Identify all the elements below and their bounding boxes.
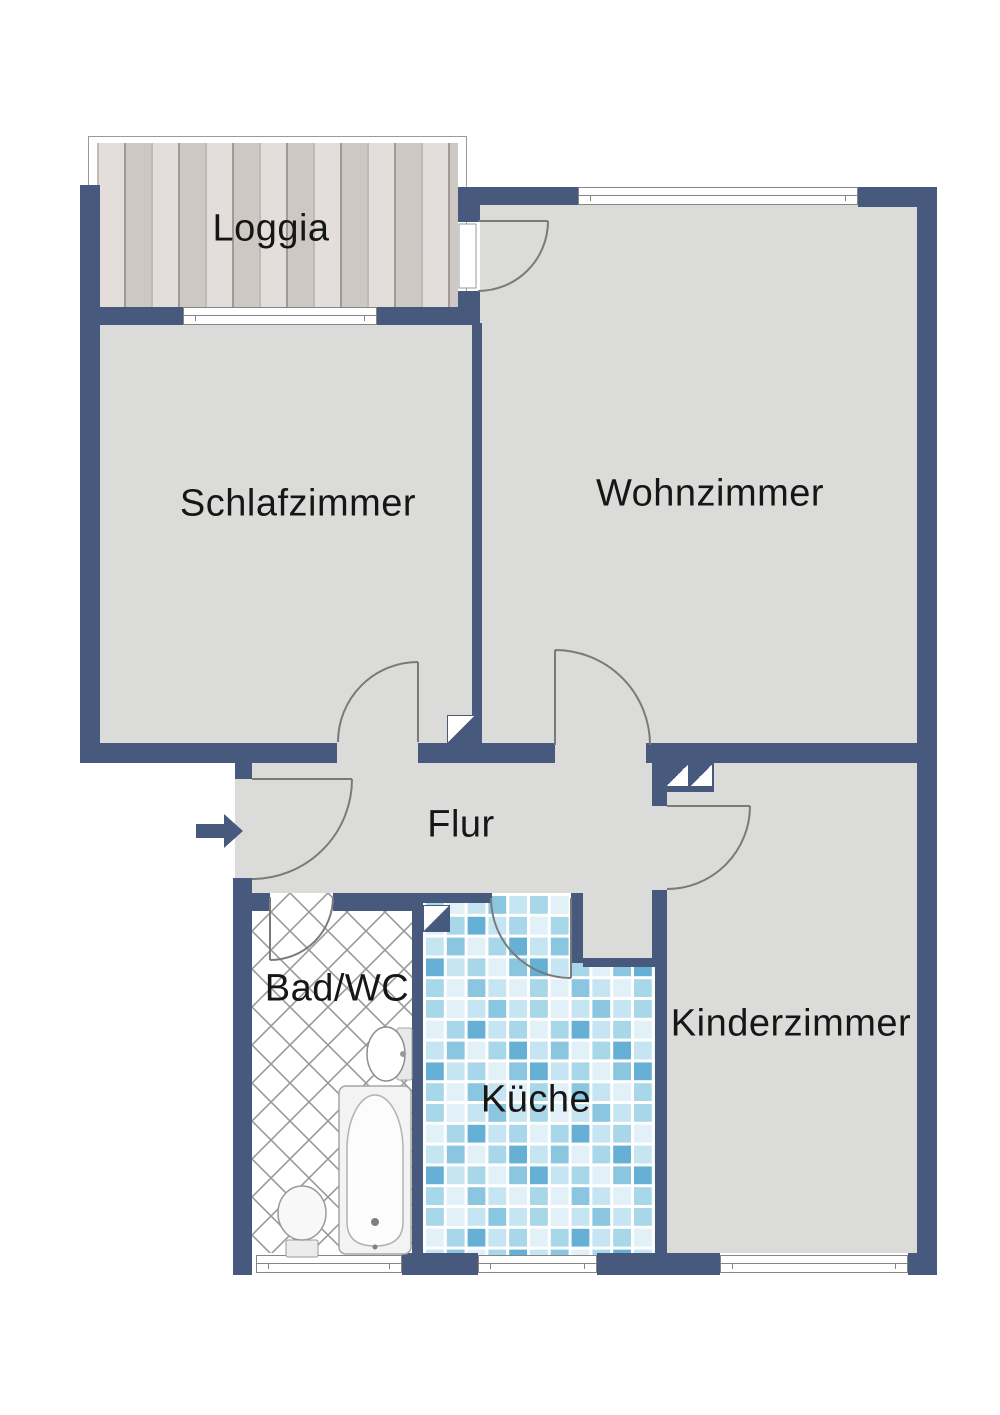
window-kueche — [478, 1255, 597, 1273]
wall-notch-bottom — [583, 958, 655, 967]
wall-kueche-kinder-divider — [655, 958, 667, 1255]
wall-end-marker-kinder-group — [665, 763, 714, 792]
wall-outer-left-lower — [233, 878, 252, 1275]
window-bad — [256, 1255, 402, 1273]
wall-loggia-divider-upper — [458, 187, 480, 222]
wall-flur-top-left — [80, 743, 337, 763]
room-label-bad: Bad/WC — [264, 967, 410, 1010]
wall-end-marker-schlafwand — [447, 715, 475, 743]
schlafzimmer-floor — [100, 325, 472, 743]
flur-notch-floor — [583, 893, 655, 958]
wall-bottom-a — [402, 1253, 478, 1275]
wall-loggia-bottom-left — [97, 307, 183, 325]
doorway-kinderzimmer — [652, 806, 667, 890]
room-label-kinderzimmer: Kinderzimmer — [670, 1002, 912, 1045]
room-label-wohnzimmer: Wohnzimmer — [595, 472, 825, 515]
window-kinderzimmer — [720, 1255, 908, 1273]
wall-loggia-bottom-right — [377, 307, 478, 325]
wall-end-marker-kinder-1 — [667, 764, 688, 786]
wall-bad-top-right — [333, 893, 412, 911]
wall-bad-kueche-divider — [412, 893, 423, 1255]
wohnzimmer-floor — [480, 205, 917, 743]
doorway-wohnzimmer — [555, 743, 646, 763]
wall-kueche-right-upper — [571, 893, 583, 963]
wall-schlaf-wohn-divider — [472, 323, 482, 743]
wall-wohn-kinder-divider — [646, 743, 937, 763]
wall-bottom-b — [597, 1253, 720, 1275]
wall-kinder-stub-upper — [652, 763, 667, 806]
wall-end-marker-kinder-2 — [691, 764, 712, 786]
wall-kueche-top — [423, 893, 492, 903]
wall-kinder-stub-lower — [652, 890, 667, 960]
wall-end-marker-kueche — [423, 905, 450, 932]
wall-outer-right — [917, 187, 937, 1275]
room-label-flur: Flur — [427, 803, 495, 846]
window-schlafzimmer-loggia — [183, 307, 377, 325]
bath-tile-pattern — [252, 893, 412, 1253]
doorway-entry — [235, 779, 252, 878]
wall-outer-left — [80, 185, 100, 763]
wall-bad-top-left — [252, 893, 270, 911]
wall-bottom-c — [908, 1253, 937, 1275]
window-wohnzimmer — [578, 187, 858, 205]
doorway-schlafzimmer — [337, 743, 418, 763]
wall-flur-top-mid — [418, 743, 555, 763]
loggia-floor — [97, 143, 458, 307]
wall-entry-stub-top — [235, 745, 252, 779]
room-label-loggia: Loggia — [212, 207, 330, 250]
wall-wohn-top — [458, 187, 580, 205]
bad-floor — [252, 893, 412, 1253]
room-label-schlafzimmer: Schlafzimmer — [179, 482, 417, 525]
room-label-kueche: Küche — [480, 1078, 592, 1121]
